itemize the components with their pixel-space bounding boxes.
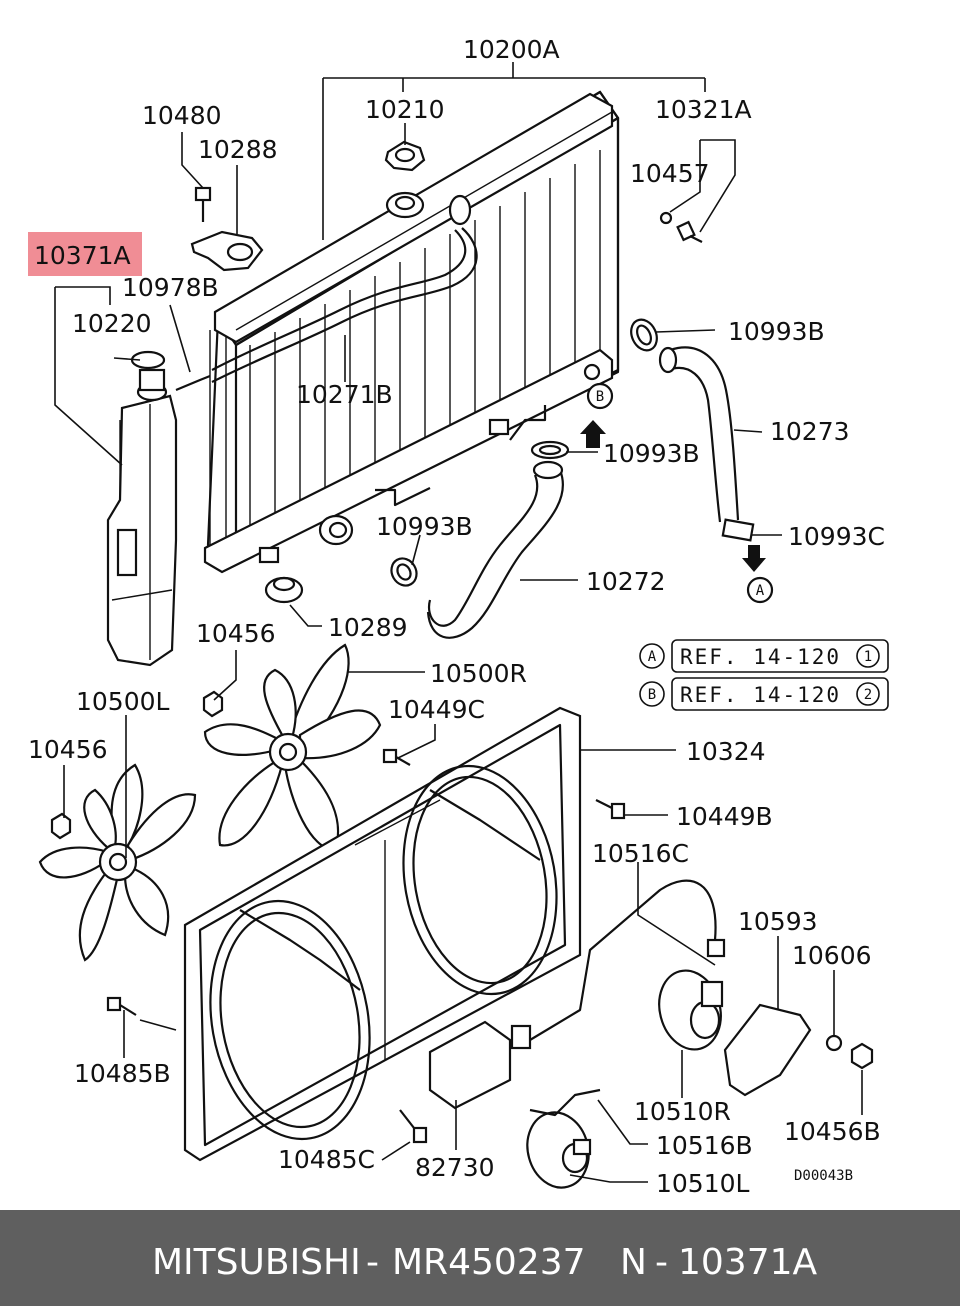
- label-10449C: 10449C: [388, 695, 485, 724]
- nut-10456B: [850, 1042, 874, 1070]
- overflow-hose-10978B: [175, 374, 211, 392]
- harness-10516B: [529, 1088, 601, 1117]
- label-10324: 10324: [686, 737, 766, 766]
- radiator-fins: [249, 150, 601, 550]
- n-label: N: [620, 1242, 647, 1283]
- label-10606: 10606: [792, 941, 872, 970]
- arrow-up-icon: [580, 420, 606, 448]
- label-10200A: 10200A: [463, 35, 560, 64]
- parts-diagram: B A: [28, 35, 889, 1198]
- label-10456-upper: 10456: [196, 619, 276, 648]
- label-10273: 10273: [770, 417, 850, 446]
- label-10485C: 10485C: [278, 1145, 375, 1174]
- bolt-10485B: [106, 996, 137, 1016]
- label-10510R: 10510R: [634, 1097, 731, 1126]
- bolt-10449C: [382, 748, 411, 766]
- label-10271B: 10271B: [296, 380, 393, 409]
- label-10516C: 10516C: [592, 839, 689, 868]
- label-10993B-mid: 10993B: [603, 439, 700, 468]
- caption-bar: MITSUBISHI - MR450237 N - 10371A: [0, 1210, 960, 1306]
- marker-a-lower: A: [756, 583, 765, 599]
- label-10500R: 10500R: [430, 659, 527, 688]
- label-10321A: 10321A: [655, 95, 752, 124]
- separator-1: -: [366, 1242, 379, 1283]
- label-10456-left: 10456: [28, 735, 108, 764]
- ref-b-page: 2: [864, 687, 872, 703]
- leader-lines: [54, 62, 863, 1183]
- nut-10456-upper: [202, 690, 224, 718]
- label-10510L: 10510L: [656, 1169, 750, 1198]
- radiator: [203, 90, 620, 574]
- label-10288: 10288: [198, 135, 278, 164]
- bracket-10288: [190, 186, 264, 272]
- reserve-tank-10371A: [106, 352, 178, 667]
- label-10289: 10289: [328, 613, 408, 642]
- motor-cover-10593: [723, 1003, 812, 1097]
- washer-10606: [825, 1034, 843, 1052]
- relay-82730: [428, 1020, 512, 1110]
- label-10272: 10272: [586, 567, 666, 596]
- label-10993B-upper: 10993B: [728, 317, 825, 346]
- label-10993B-lower: 10993B: [376, 512, 473, 541]
- hose-10272: [426, 460, 565, 639]
- label-10371A: 10371A: [34, 241, 131, 270]
- ref-a-text: REF. 14-120: [680, 645, 841, 669]
- arrow-down-icon: [742, 545, 766, 572]
- clamp-10993B-upper: [630, 318, 658, 352]
- circle-marker-a-icon: A: [746, 576, 774, 604]
- label-10593: 10593: [738, 907, 818, 936]
- fan-10500R: [203, 643, 382, 852]
- bolt-10449B: [595, 799, 626, 820]
- label-10480: 10480: [142, 101, 222, 130]
- reference-a: A REF. 14-120 1: [639, 639, 889, 673]
- radiator-cap-10210: [384, 140, 426, 172]
- part-number: MR450237: [392, 1242, 586, 1283]
- separator-2: -: [655, 1242, 668, 1283]
- ref-a-marker: A: [648, 649, 657, 665]
- fan-motor-10510R: [658, 969, 724, 1051]
- fan-shroud-10324: [183, 706, 582, 1162]
- label-10456B: 10456B: [784, 1117, 881, 1146]
- label-10516B: 10516B: [656, 1131, 753, 1160]
- label-10220: 10220: [72, 309, 152, 338]
- label-10210: 10210: [365, 95, 445, 124]
- mount-10289: [264, 576, 304, 604]
- label-10978B: 10978B: [122, 273, 219, 302]
- label-10500L: 10500L: [76, 687, 170, 716]
- connector: [706, 938, 726, 958]
- connector-2: [510, 1024, 532, 1050]
- fan-motor-10510L: [526, 1111, 592, 1189]
- label-10993C: 10993C: [788, 522, 885, 551]
- nut-10456-left: [50, 812, 72, 840]
- label-10457: 10457: [630, 159, 710, 188]
- highlight-box: [28, 232, 142, 276]
- washer-10457: [659, 211, 673, 225]
- clamp-10993B-mid: [530, 440, 570, 460]
- fan-10500L: [38, 763, 197, 962]
- clamp-10993C: [721, 518, 755, 542]
- label-10449B: 10449B: [676, 802, 773, 831]
- ref-a-page: 1: [864, 649, 872, 665]
- ref-b-text: REF. 14-120: [680, 683, 841, 707]
- bolt-10321A: [676, 220, 703, 243]
- ref-b-marker: B: [648, 687, 656, 703]
- label-82730: 82730: [415, 1153, 495, 1182]
- marker-b-upper: B: [596, 389, 604, 405]
- harness-10516C: [529, 879, 717, 1041]
- circle-marker-b-icon: B: [586, 382, 614, 410]
- upper-hose: [211, 229, 467, 371]
- clamp-10993B-lower: [390, 557, 418, 587]
- hose-10273: [658, 346, 740, 523]
- brand-name: MITSUBISHI: [152, 1242, 361, 1283]
- label-10485B: 10485B: [74, 1059, 171, 1088]
- drawing-code: D00043B: [794, 1168, 853, 1184]
- callout-number: 10371A: [678, 1242, 818, 1283]
- reference-b: B REF. 14-120 2: [639, 677, 889, 711]
- bolt-10485C: [399, 1109, 428, 1144]
